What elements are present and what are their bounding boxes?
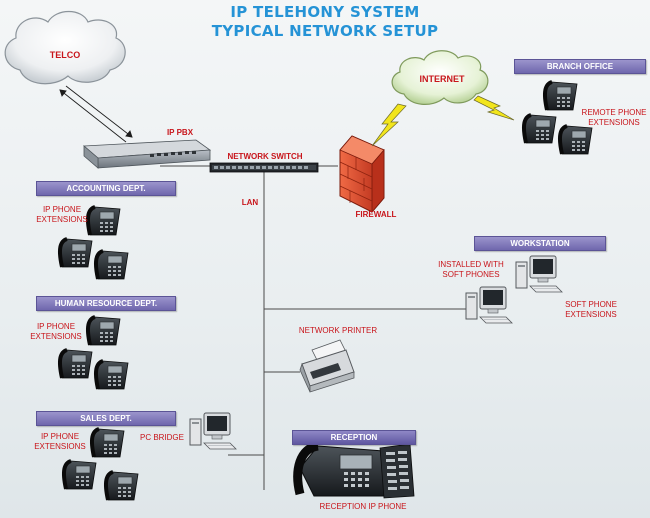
lan-label: LAN <box>241 198 259 207</box>
branch-office-banner: BRANCH OFFICE <box>514 59 646 74</box>
accounting-dept-banner: ACCOUNTING DEPT. <box>36 181 176 196</box>
human-resource-dept-banner: HUMAN RESOURCE DEPT. <box>36 296 176 311</box>
lightning-bolt-icon <box>371 95 515 147</box>
network-printer-label: NETWORK PRINTER <box>298 326 378 335</box>
reception-banner: RECEPTION <box>292 430 416 445</box>
pc-bridge-computer <box>189 412 237 450</box>
pc-bridge-label: PC BRIDGE <box>139 433 184 442</box>
ip-pbx-device <box>82 139 212 169</box>
network-cables <box>160 165 466 490</box>
telco-cloud <box>4 10 126 85</box>
installed-soft-phones-label: INSTALLED WITH SOFT PHONES <box>438 260 504 279</box>
reception-ip-phone-label: RECEPTION IP PHONE <box>319 502 407 511</box>
workstation-banner: WORKSTATION <box>474 236 606 251</box>
remote-phone-extensions-label: REMOTE PHONE EXTENSIONS <box>581 108 647 127</box>
telco-label: TELCO <box>49 50 81 60</box>
internet-label: INTERNET <box>419 74 465 84</box>
soft-phone-extensions-label: SOFT PHONE EXTENSIONS <box>565 300 617 319</box>
firewall-label: FIREWALL <box>355 210 397 219</box>
sales-dept-banner: SALES DEPT. <box>36 411 176 426</box>
sales-extensions-label: IP PHONE EXTENSIONS <box>34 432 86 451</box>
firewall-icon <box>339 135 385 214</box>
title-line-2: TYPICAL NETWORK SETUP <box>211 22 439 40</box>
network-switch-label: NETWORK SWITCH <box>227 152 303 161</box>
reception-phone-icon <box>293 441 415 499</box>
ip-pbx-label: IP PBX <box>166 128 194 137</box>
title-line-1: IP TELEHONY SYSTEM <box>230 3 420 21</box>
network-printer-icon <box>299 339 355 393</box>
hr-extensions-label: IP PHONE EXTENSIONS <box>30 322 82 341</box>
internet-cloud <box>391 50 489 105</box>
accounting-extensions-label: IP PHONE EXTENSIONS <box>36 205 88 224</box>
telco-pbx-arrows <box>59 85 133 143</box>
network-switch-device <box>209 162 319 173</box>
